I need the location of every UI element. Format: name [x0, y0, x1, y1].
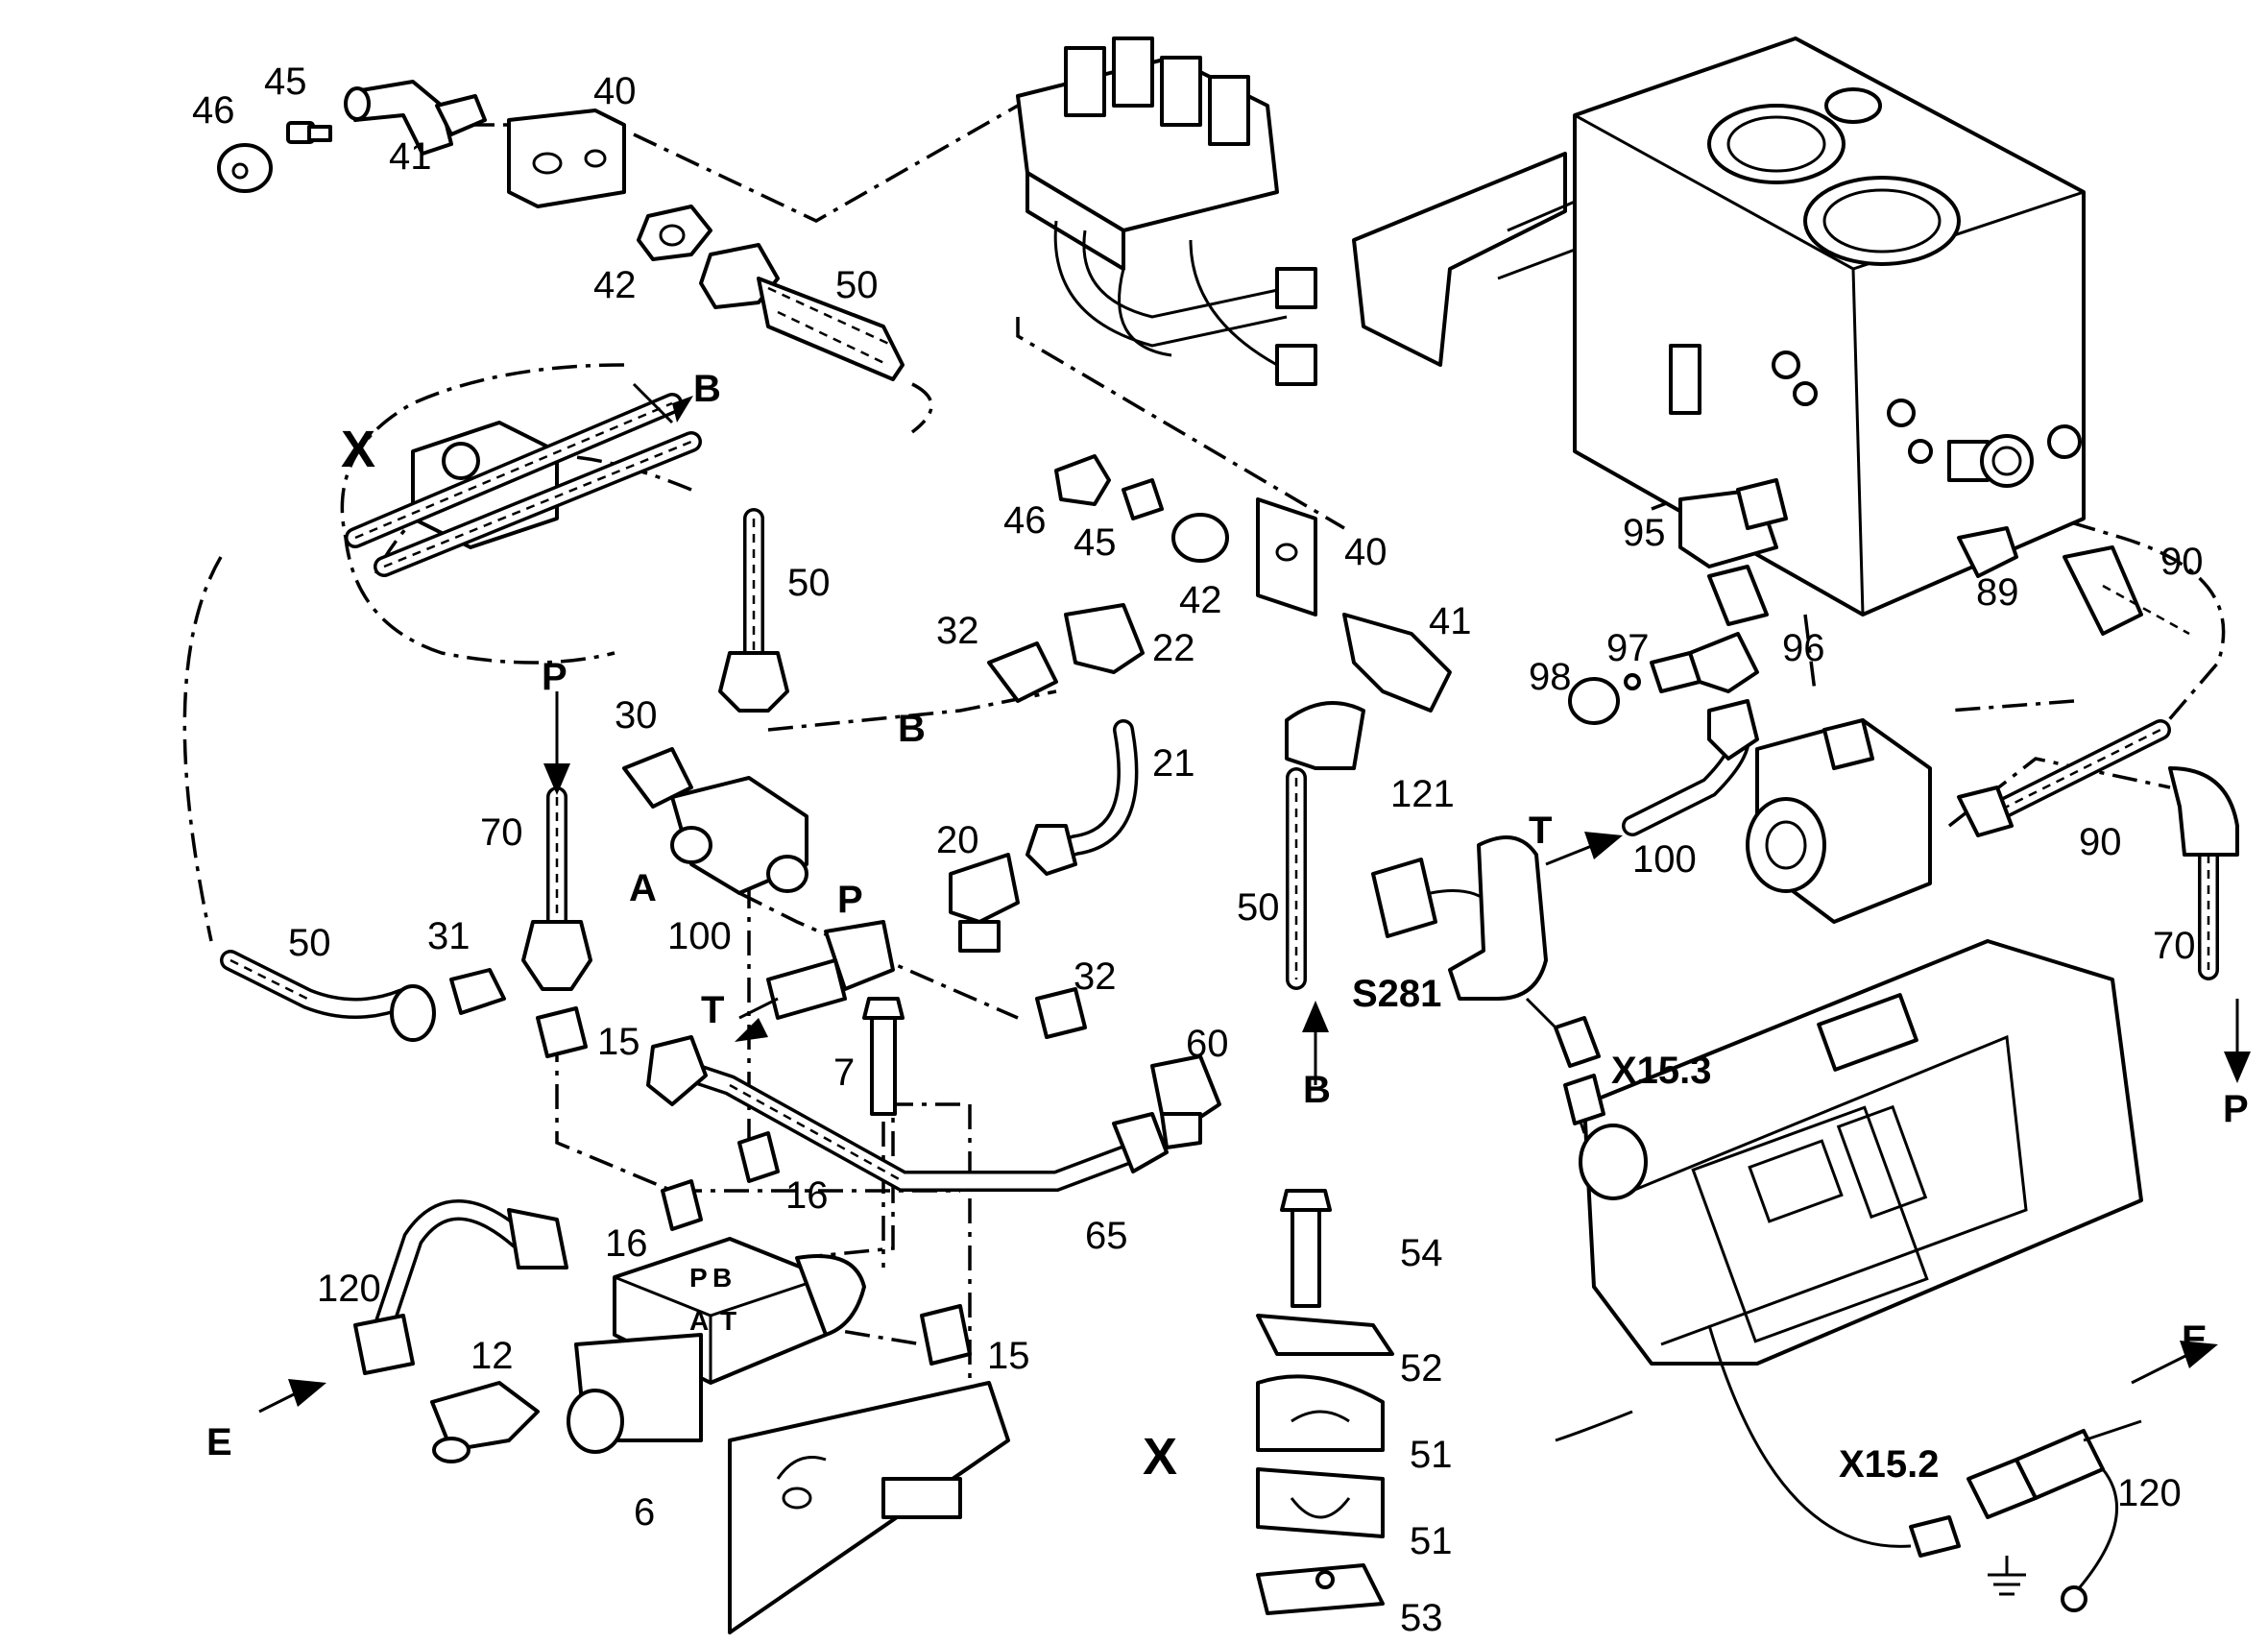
label-98: 98	[1529, 656, 1572, 698]
label-e: E	[2182, 1318, 2208, 1361]
label-90: 90	[2079, 821, 2122, 863]
label-41: 41	[1429, 600, 1472, 642]
label-50: 50	[288, 922, 331, 964]
label-x15-2: X15.2	[1839, 1443, 1940, 1486]
label-30: 30	[615, 694, 658, 737]
label-70: 70	[2153, 925, 2196, 967]
fittings-32-60	[1035, 987, 1221, 1149]
fittings-16-15	[536, 1006, 972, 1366]
flow-arrows	[258, 382, 2251, 1414]
label-15: 15	[987, 1335, 1030, 1377]
label-54: 54	[1400, 1232, 1443, 1274]
clamp-parts-x	[1256, 1189, 1394, 1615]
valve-manifold	[1016, 36, 1317, 386]
label-t: T	[1529, 810, 1552, 852]
hose-120-left	[353, 1199, 568, 1375]
label-51: 51	[1410, 1520, 1453, 1562]
label-53: 53	[1400, 1597, 1443, 1639]
label-60: 60	[1186, 1023, 1229, 1065]
label-6: 6	[634, 1491, 655, 1534]
label-p: P	[542, 656, 567, 698]
label-t: T	[701, 989, 724, 1031]
label-16: 16	[785, 1174, 829, 1217]
label-16: 16	[605, 1222, 648, 1265]
label-97: 97	[1606, 627, 1650, 669]
motor-assembly	[1746, 718, 1932, 924]
label-b: B	[898, 708, 926, 750]
label-31: 31	[427, 915, 470, 957]
label-b: B	[693, 368, 721, 410]
label-e: E	[206, 1421, 232, 1463]
hose-50-center	[718, 508, 789, 713]
connector-12	[430, 1381, 540, 1463]
tee-block-100	[622, 747, 808, 895]
label-40: 40	[1344, 531, 1387, 573]
fitting-group-top	[217, 80, 905, 381]
label-20: 20	[936, 819, 979, 861]
bolt-7	[862, 997, 905, 1116]
label-100: 100	[1632, 838, 1697, 881]
label-50: 50	[835, 264, 879, 306]
valve-block-6	[567, 1237, 1010, 1634]
label-x: X	[341, 421, 375, 478]
label-46: 46	[192, 89, 235, 132]
electrical-box	[1555, 939, 2143, 1548]
port-a: A	[689, 1306, 709, 1336]
switch-s281	[1371, 835, 1601, 1068]
clamp-x-assembly	[345, 393, 702, 577]
hose-65	[646, 1035, 1169, 1192]
fittings-32-22-21	[987, 603, 1145, 876]
fitting-20	[766, 853, 1020, 1020]
label-51: 51	[1410, 1434, 1453, 1476]
hydraulic-tank-frame	[1352, 36, 2086, 616]
label-x: X	[1143, 1428, 1177, 1486]
valve-port-labels: P B A T	[689, 1263, 736, 1336]
label-b: B	[1303, 1069, 1331, 1111]
label-52: 52	[1400, 1347, 1443, 1390]
label-40: 40	[593, 70, 637, 112]
port-p: P	[689, 1263, 708, 1293]
port-t: T	[720, 1306, 736, 1336]
label-50: 50	[1237, 886, 1280, 929]
hose-90-70-right	[1957, 719, 2239, 980]
label-a: A	[629, 867, 657, 909]
port-b: B	[712, 1263, 732, 1293]
label-95: 95	[1623, 512, 1666, 554]
label-42: 42	[593, 264, 637, 306]
label-12: 12	[470, 1335, 514, 1377]
label-32: 32	[936, 610, 979, 652]
label-50: 50	[787, 562, 831, 604]
label-7: 7	[833, 1052, 855, 1094]
fitting-group-mid	[1054, 454, 1452, 990]
label-100: 100	[667, 915, 732, 957]
label-70: 70	[480, 811, 523, 854]
label-45: 45	[1074, 521, 1117, 564]
part-number-labels: 46 45 41 40 42 50 X B 50 46 45 42 40 41 …	[192, 60, 2249, 1639]
label-22: 22	[1152, 627, 1195, 669]
label-121: 121	[1390, 773, 1455, 815]
label-46: 46	[1003, 499, 1047, 542]
label-120: 120	[317, 1268, 381, 1310]
label-21: 21	[1152, 742, 1195, 785]
label-41: 41	[389, 135, 432, 178]
label-42: 42	[1179, 579, 1222, 621]
label-p: P	[837, 879, 863, 921]
label-15: 15	[597, 1021, 640, 1063]
label-s281: S281	[1352, 973, 1441, 1015]
label-32: 32	[1074, 955, 1117, 998]
label-45: 45	[264, 60, 307, 103]
label-x15-3: X15.3	[1611, 1050, 1712, 1092]
hose-50-left	[220, 950, 506, 1042]
label-p: P	[2223, 1088, 2249, 1130]
label-90: 90	[2160, 541, 2204, 583]
label-65: 65	[1085, 1215, 1128, 1257]
hose-70	[521, 786, 592, 991]
label-89: 89	[1976, 571, 2019, 614]
label-120: 120	[2117, 1472, 2182, 1514]
connector-x152	[1909, 1419, 2142, 1612]
fitting-group-right	[1568, 478, 2190, 836]
label-96: 96	[1782, 627, 1825, 669]
